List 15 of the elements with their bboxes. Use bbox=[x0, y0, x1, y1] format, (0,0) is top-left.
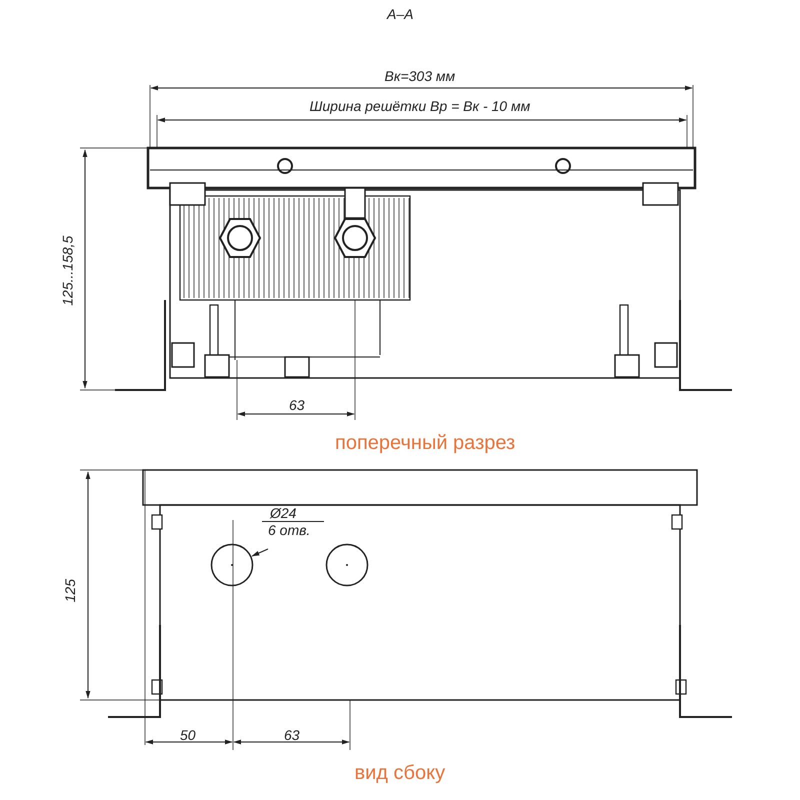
dimension-text: 50 bbox=[180, 728, 196, 743]
dimension-text: 125...158,5 bbox=[60, 235, 76, 306]
view-caption: поперечный разрез bbox=[335, 432, 516, 454]
dimension-text: Ширина решётки Bр = Bк - 10 мм bbox=[310, 98, 530, 114]
hole-count-text: 6 отв. bbox=[267, 522, 312, 538]
section-label: А–А bbox=[387, 6, 414, 22]
dimension-text: Bк=303 мм bbox=[384, 68, 456, 84]
dimension-text: 63 bbox=[289, 398, 305, 413]
dimension-text: 125 bbox=[62, 578, 78, 602]
leader-line bbox=[251, 548, 268, 557]
diameter-text: Ø24 bbox=[262, 505, 324, 522]
dimension-text: 63 bbox=[284, 728, 300, 743]
view-caption: вид сбоку bbox=[354, 762, 446, 784]
mounting-hole bbox=[325, 543, 369, 587]
mounting-hole bbox=[210, 543, 254, 587]
